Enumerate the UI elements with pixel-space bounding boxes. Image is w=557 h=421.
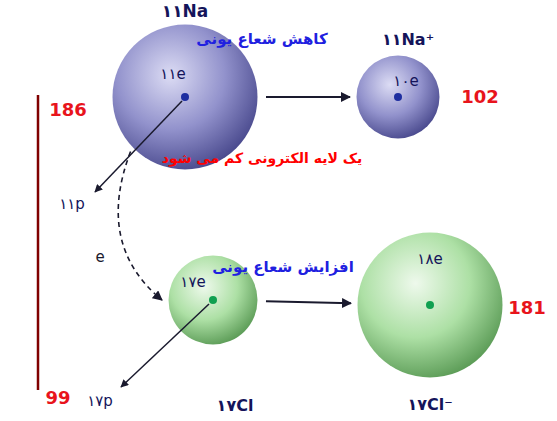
ion-symbol: ۱۱Na⁺ — [382, 31, 434, 49]
nucleus — [394, 93, 402, 101]
ion-circle: ۱۱Na⁺۱۰e — [356, 55, 440, 139]
atom-symbol: ۱۱Na — [162, 2, 208, 22]
electron-count: ۱۰e — [393, 73, 418, 90]
radius-value: 102 — [461, 87, 499, 108]
electron-count: ۱۷e — [180, 274, 205, 291]
scale-bar — [37, 95, 40, 390]
electron-count: ۱۱e — [160, 66, 185, 83]
atom-symbol: ۱۷Cl — [217, 397, 254, 415]
nucleus — [209, 296, 217, 304]
edge-label: کاهش شعاع یونی — [196, 31, 327, 48]
shell — [358, 233, 503, 378]
edge-label: افزایش شعاع یونی — [212, 259, 354, 276]
transition-arrow — [266, 96, 350, 98]
electron-transfer-arrow — [118, 151, 162, 300]
radius-value: 181 — [508, 298, 546, 319]
transition-arrow — [266, 301, 351, 303]
shell — [357, 56, 440, 139]
leader-line — [121, 304, 209, 387]
electron-count: ۱۸e — [417, 251, 442, 268]
nucleus — [181, 93, 189, 101]
note-text: یک لایه الکترونی کم می شود — [162, 150, 363, 166]
ion-circle: ۱۷Cl⁻۱۸e — [357, 232, 503, 378]
proton-count: ۱۷p — [87, 393, 113, 410]
ion-symbol: ۱۷Cl⁻ — [407, 396, 452, 414]
circle-outline — [356, 55, 440, 139]
electron-label: e — [95, 249, 104, 266]
nucleus — [426, 301, 434, 309]
radius-value: 99 — [45, 388, 70, 409]
radius-value: 186 — [49, 100, 87, 121]
proton-count: ۱۱p — [59, 196, 85, 213]
